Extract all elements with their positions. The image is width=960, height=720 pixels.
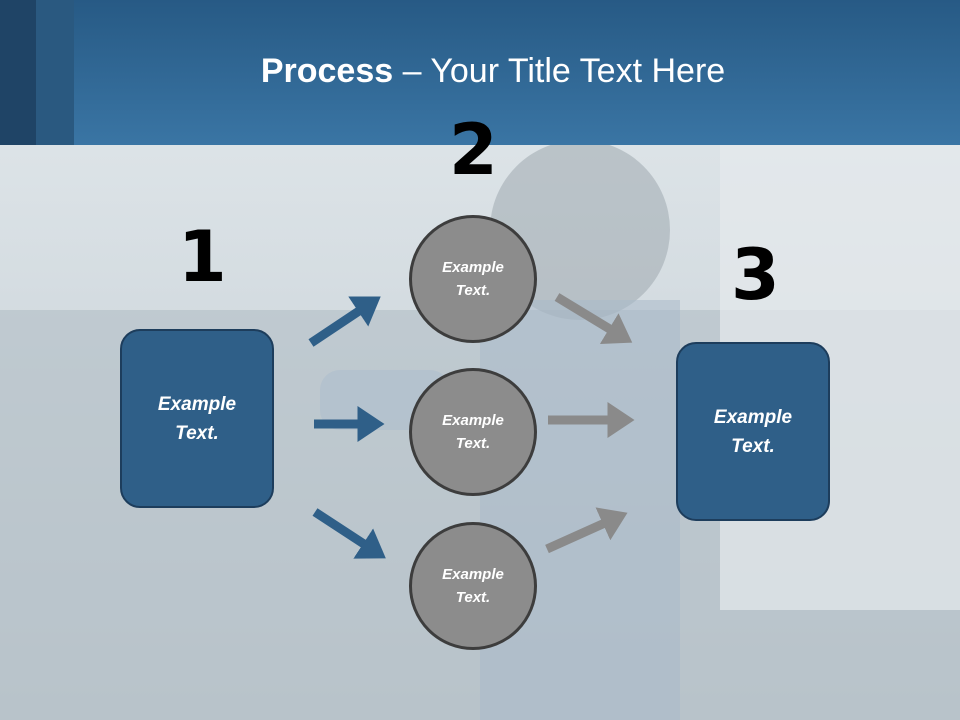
step-number-1: 1 [178,216,227,298]
circle-2-line2: Text. [455,435,491,452]
circle-1-line1: Example [442,259,504,276]
slide-title: Process – Your Title Text Here [0,52,960,91]
step-number-2: 2 [449,109,498,191]
circle-3-line2: Text. [455,589,491,606]
arrow-to-circle-1 [308,296,381,347]
header-accent-strip [0,0,36,145]
header-accent-strip [36,0,74,145]
arrow-to-circle-3 [312,508,386,559]
circle-3-line1: Example [442,566,504,583]
start-box-line1: Example [157,393,237,415]
title-rest: – Your Title Text Here [393,52,726,90]
start-box-line2: Text. [175,422,219,444]
end-box-line2: Text. [731,435,775,457]
step-number-3: 3 [731,234,780,316]
circle-1-line2: Text. [455,282,491,299]
arrow-from-circle-1 [554,293,633,345]
title-bold: Process [260,52,394,90]
title-bar [0,0,960,145]
circle-2-line1: Example [442,412,504,429]
end-box-line1: Example [713,406,793,428]
arrow-from-circle-3 [545,507,628,554]
